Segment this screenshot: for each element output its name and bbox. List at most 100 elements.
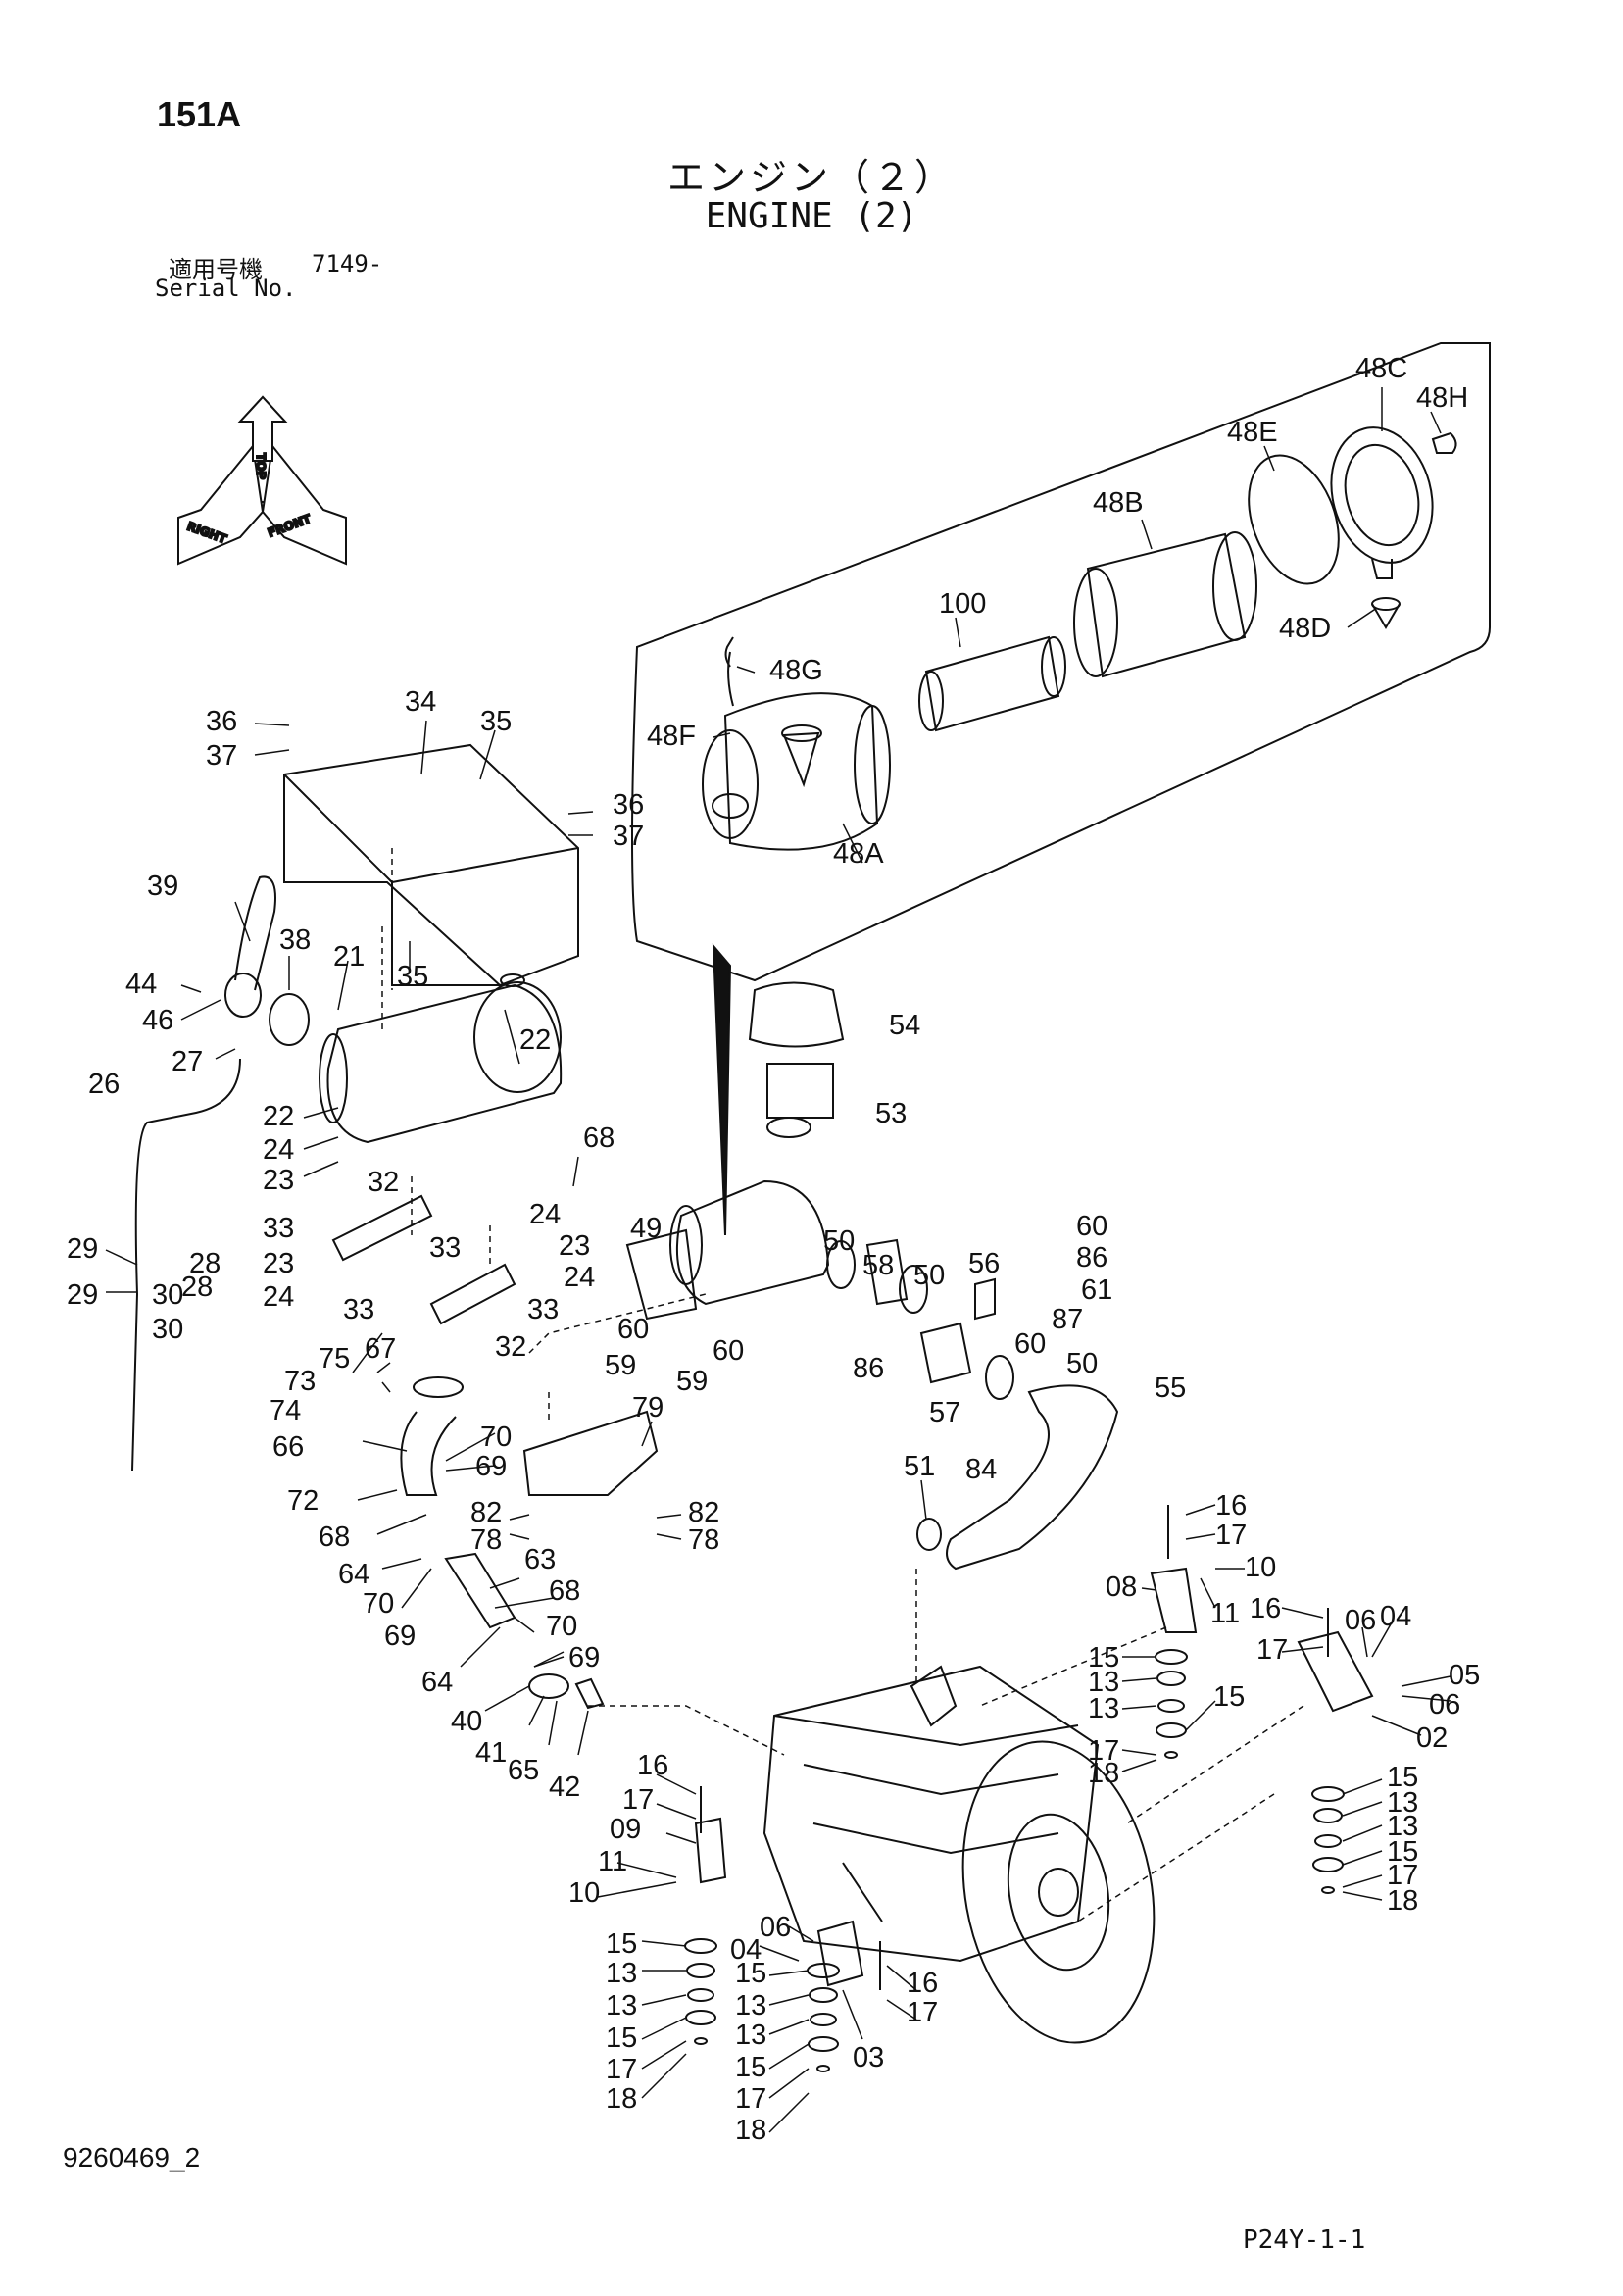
exhaust-elbow-66 <box>400 1376 464 1496</box>
inner-element-100 <box>918 635 1066 732</box>
part-label: 82 <box>470 1497 502 1528</box>
part-label: 66 <box>272 1431 304 1463</box>
part-label: 65 <box>508 1755 539 1786</box>
part-label: 50 <box>1066 1348 1098 1379</box>
cushion-stack-right <box>1155 1649 1188 1759</box>
muffler-cover-34 <box>283 743 579 987</box>
part-label: 84 <box>965 1454 997 1485</box>
part-label: 37 <box>206 740 237 772</box>
part-label: 70 <box>546 1611 577 1642</box>
air-cleaner-lower <box>669 1117 830 1306</box>
part-label: 68 <box>319 1522 350 1553</box>
part-label: 16 <box>1250 1593 1281 1624</box>
part-label: 05 <box>1449 1660 1480 1691</box>
part-label: 35 <box>397 961 428 992</box>
clamp-50b <box>899 1265 928 1314</box>
part-label: 29 <box>67 1279 98 1311</box>
part-label: 51 <box>904 1451 935 1482</box>
part-label: 23 <box>263 1165 294 1196</box>
part-label: 15 <box>735 2052 766 2083</box>
part-label: 22 <box>519 1024 551 1056</box>
tail-pipe-63 <box>444 1552 516 1629</box>
clamp-50a <box>826 1240 856 1289</box>
part-label: 16 <box>1215 1490 1247 1522</box>
bracket-32-upper <box>331 1194 433 1262</box>
part-label: 60 <box>713 1335 744 1367</box>
part-label: 78 <box>470 1524 502 1556</box>
part-label: 42 <box>549 1772 580 1803</box>
part-label: 10 <box>568 1877 600 1909</box>
part-label: 33 <box>527 1294 559 1325</box>
part-label: 04 <box>730 1934 762 1966</box>
part-label: 08 <box>1106 1572 1137 1603</box>
part-label: 13 <box>606 1958 637 1989</box>
part-label: 48F <box>647 721 696 752</box>
part-label: 13 <box>1088 1667 1119 1698</box>
part-label: 59 <box>605 1350 636 1381</box>
part-label: 79 <box>632 1392 664 1423</box>
part-label: 57 <box>929 1397 960 1428</box>
part-label: 26 <box>88 1069 120 1100</box>
part-label: 60 <box>1014 1328 1046 1360</box>
part-label: 48D <box>1279 613 1331 644</box>
part-labels: 48C 48H 48E 48B 100 48D 48G 48F 48A 36 3… <box>67 353 1480 2146</box>
part-label: 28 <box>189 1248 221 1279</box>
pipe-39 <box>224 875 276 1018</box>
gasket-38 <box>269 993 310 1046</box>
part-label: 18 <box>1387 1885 1418 1917</box>
part-label: 67 <box>365 1333 396 1365</box>
part-label: 17 <box>1215 1520 1247 1551</box>
part-label: 70 <box>480 1422 512 1453</box>
part-label: 13 <box>1088 1693 1119 1724</box>
bracket-03 <box>816 1920 864 1987</box>
bracket-02 <box>1297 1630 1374 1713</box>
flange-65 <box>528 1673 569 1699</box>
part-label: 17 <box>735 2083 766 2115</box>
outer-element-48B <box>1073 531 1257 678</box>
part-label: 02 <box>1416 1722 1448 1754</box>
part-label: 15 <box>1387 1836 1418 1868</box>
part-label: 04 <box>1380 1601 1411 1632</box>
air-cleaner-body <box>702 651 891 851</box>
part-label: 58 <box>862 1250 894 1281</box>
heat-guard-79 <box>522 1410 659 1496</box>
part-label: 16 <box>637 1750 668 1781</box>
part-label: 29 <box>67 1233 98 1265</box>
wire-26 <box>131 1058 241 1472</box>
part-label: 10 <box>1245 1552 1276 1583</box>
part-label: 06 <box>1345 1605 1376 1636</box>
part-label: 13 <box>735 1990 766 2021</box>
part-label: 18 <box>735 2115 766 2146</box>
part-label: 28 <box>181 1272 213 1303</box>
part-label: 15 <box>1387 1762 1418 1793</box>
muffler-21 <box>319 973 563 1144</box>
part-label: 17 <box>606 2054 637 2085</box>
gasket-42 <box>574 1677 605 1710</box>
part-label: 06 <box>760 1912 791 1943</box>
part-label: 36 <box>613 789 644 821</box>
part-label: 15 <box>1088 1642 1119 1673</box>
part-label: 23 <box>559 1230 590 1262</box>
part-label: 68 <box>583 1123 615 1154</box>
part-label: 74 <box>270 1395 301 1426</box>
title-japanese: エンジン（２） <box>666 156 956 199</box>
serial-label-english: Serial No. <box>155 275 297 302</box>
part-label: 100 <box>939 588 986 620</box>
part-label: 46 <box>142 1005 173 1036</box>
part-label: 30 <box>152 1279 183 1311</box>
part-label: 60 <box>617 1314 649 1345</box>
part-label: 40 <box>451 1706 482 1737</box>
part-label: 32 <box>368 1167 399 1198</box>
part-label: 16 <box>907 1968 938 1999</box>
part-label: 24 <box>564 1262 595 1293</box>
clip-48H <box>1431 431 1457 454</box>
part-label: 06 <box>1429 1689 1460 1721</box>
part-label: 54 <box>889 1010 920 1041</box>
part-label: 53 <box>875 1098 907 1129</box>
part-label: 50 <box>913 1260 945 1291</box>
part-label: 69 <box>568 1642 600 1673</box>
part-label: 86 <box>1076 1242 1107 1273</box>
part-label: 82 <box>688 1497 719 1528</box>
cushion-stack-center <box>807 1963 840 2072</box>
